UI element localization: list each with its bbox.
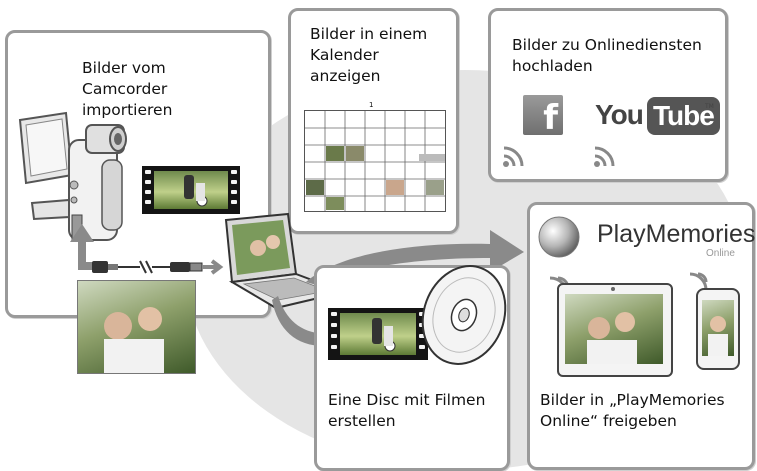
wifi-icon xyxy=(689,272,708,291)
disc-icon xyxy=(421,265,507,365)
playmemories-brand-sub: Online xyxy=(706,248,735,259)
video-thumbnail xyxy=(340,313,416,355)
cable-up-arrow xyxy=(70,224,100,270)
calendar-month: 1 xyxy=(369,101,374,109)
playmemories-logo-icon xyxy=(538,216,580,258)
video-filmstrip xyxy=(142,166,240,214)
video-thumbnail xyxy=(154,171,228,209)
youtube-tm: TM xyxy=(705,103,714,110)
disc-label: Eine Disc mit Filmen erstellen xyxy=(328,391,486,430)
playmemories-brand: PlayMemories xyxy=(597,220,756,248)
youtube-logo: You Tube TM xyxy=(595,97,720,137)
facebook-logo: f xyxy=(523,95,563,138)
phone-photo xyxy=(702,300,734,356)
import-label: Bilder vom Camcorder importieren xyxy=(82,59,173,119)
calendar-grid: 1 xyxy=(304,101,446,212)
arrow-to-playmemories xyxy=(306,230,524,286)
upload-label: Bilder zu Onlinediensten hochladen xyxy=(512,36,702,75)
share-label: Bilder in „PlayMemories Online“ freigebe… xyxy=(540,391,725,430)
tablet-icon xyxy=(557,283,673,377)
wifi-icon xyxy=(503,146,524,167)
video-filmstrip xyxy=(328,308,428,360)
wifi-icon xyxy=(594,146,615,167)
calendar-label: Bilder in einem Kalender anzeigen xyxy=(310,25,428,85)
youtube-tube: Tube xyxy=(647,97,720,135)
tablet-photo xyxy=(565,294,663,364)
phone-icon xyxy=(696,288,740,370)
facebook-letter: f xyxy=(543,98,558,138)
usb-cable-icon xyxy=(92,259,224,275)
camcorder-icon xyxy=(18,111,127,242)
family-photo xyxy=(77,280,196,374)
youtube-you: You xyxy=(595,99,644,130)
